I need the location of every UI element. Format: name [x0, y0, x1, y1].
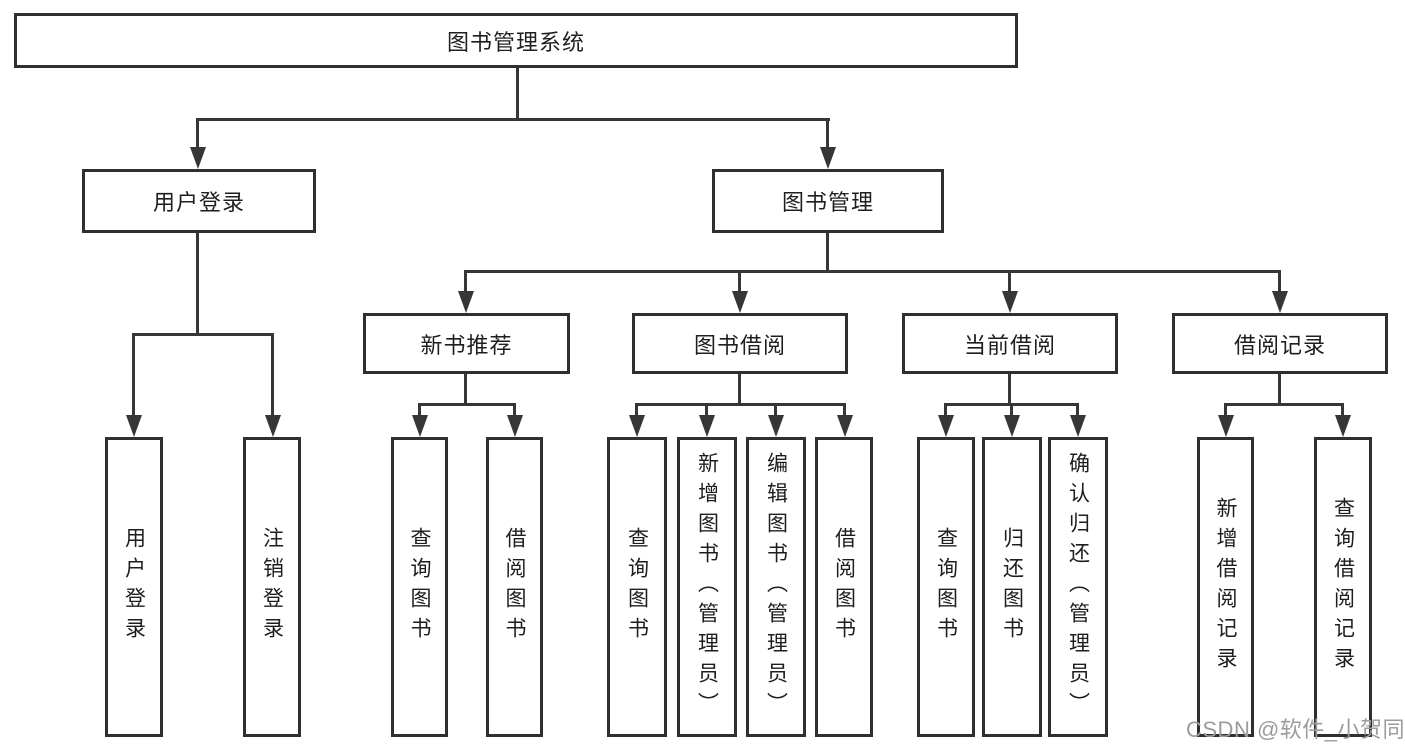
node-user-login-label: 用户登录	[152, 190, 245, 215]
node-book-management: 图书管理	[712, 169, 944, 233]
connector-drop-cb-confirm	[1076, 403, 1079, 417]
leaf-borrow-edit-books-admin: 编辑图书（管理员）	[746, 437, 806, 737]
arrowhead-current-borrow	[1002, 291, 1018, 313]
leaf-current-query-books-label: 查询图书	[934, 527, 958, 647]
leaf-borrow-query-books: 查询图书	[607, 437, 667, 737]
leaf-borrow-query-books-label: 查询图书	[625, 527, 649, 647]
arrowhead-leaf-logout	[265, 415, 281, 437]
leaf-user-login-label: 用户登录	[122, 527, 146, 647]
connector-recommend-trunk	[464, 374, 467, 406]
connector-user-login-trunk	[196, 233, 199, 336]
connector-drop-bb-borrow	[843, 403, 846, 417]
leaf-borrow-add-books-admin: 新增图书（管理员）	[677, 437, 737, 737]
leaf-records-query-record: 查询借阅记录	[1314, 437, 1372, 737]
connector-user-login-split	[132, 333, 274, 336]
connector-book-management-trunk	[826, 233, 829, 273]
connector-drop-new-book-recommend	[464, 270, 467, 293]
arrowhead-bb-edit	[768, 415, 784, 437]
node-book-borrow-label: 图书借阅	[693, 332, 786, 358]
connector-recommend-split	[418, 403, 516, 406]
arrowhead-leaf-user-login	[126, 415, 142, 437]
leaf-records-query-record-label: 查询借阅记录	[1331, 497, 1355, 677]
node-root: 图书管理系统	[14, 13, 1018, 68]
connector-drop-book-management	[826, 118, 829, 150]
connector-drop-br-add	[1224, 403, 1227, 417]
node-borrow-records-label: 借阅记录	[1233, 332, 1326, 358]
connector-current-borrow-trunk	[1008, 374, 1011, 406]
arrowhead-br-add	[1218, 415, 1234, 437]
arrowhead-borrow-records	[1272, 291, 1288, 313]
leaf-recommend-borrow-books-label: 借阅图书	[503, 527, 526, 647]
node-new-book-recommend-label: 新书推荐	[420, 332, 513, 358]
connector-drop-bb-add	[705, 403, 708, 417]
arrowhead-bb-add	[699, 415, 715, 437]
leaf-borrow-add-books-admin-label: 新增图书（管理员）	[695, 452, 719, 722]
connector-level2-split	[197, 118, 830, 121]
connector-drop-leaf-user-login	[132, 333, 135, 417]
connector-drop-bb-edit	[774, 403, 777, 417]
arrowhead-bb-borrow	[837, 415, 853, 437]
connector-drop-user-login	[196, 118, 199, 150]
leaf-records-add-record-label: 新增借阅记录	[1214, 497, 1237, 677]
leaf-current-return-books: 归还图书	[982, 437, 1042, 737]
leaf-records-add-record: 新增借阅记录	[1197, 437, 1254, 737]
node-root-label: 图书管理系统	[446, 29, 585, 55]
leaf-logout-label: 注销登录	[260, 527, 284, 647]
connector-drop-borrow-records	[1278, 270, 1281, 293]
connector-borrow-records-split	[1224, 403, 1343, 406]
leaf-current-confirm-return-admin: 确认归还（管理员）	[1048, 437, 1108, 737]
connector-drop-leaf-logout	[271, 333, 274, 417]
connector-drop-recommend-borrow	[513, 403, 516, 417]
arrowhead-cb-confirm	[1070, 415, 1086, 437]
leaf-current-confirm-return-admin-label: 确认归还（管理员）	[1066, 452, 1090, 722]
connector-book-borrow-trunk	[738, 374, 741, 406]
connector-drop-book-borrow	[738, 270, 741, 293]
node-book-borrow: 图书借阅	[632, 313, 848, 374]
leaf-current-return-books-label: 归还图书	[1000, 527, 1024, 647]
leaf-current-query-books: 查询图书	[917, 437, 975, 737]
leaf-recommend-query-books: 查询图书	[391, 437, 448, 737]
node-user-login: 用户登录	[82, 169, 316, 233]
node-current-borrow-label: 当前借阅	[963, 332, 1056, 358]
node-new-book-recommend: 新书推荐	[363, 313, 570, 374]
leaf-recommend-borrow-books: 借阅图书	[486, 437, 543, 737]
leaf-user-login: 用户登录	[105, 437, 163, 737]
csdn-watermark: CSDN @软件_小贺同学	[1186, 717, 1405, 742]
arrowhead-user-login	[190, 147, 206, 169]
arrowhead-cb-return	[1004, 415, 1020, 437]
leaf-borrow-borrow-books-label: 借阅图书	[832, 527, 856, 647]
connector-book-borrow-split	[635, 403, 846, 406]
arrowhead-cb-query	[938, 415, 954, 437]
node-borrow-records: 借阅记录	[1172, 313, 1388, 374]
leaf-recommend-query-books-label: 查询图书	[408, 527, 431, 647]
connector-root-trunk	[516, 68, 519, 121]
arrowhead-book-borrow	[732, 291, 748, 313]
connector-borrow-records-trunk	[1278, 374, 1281, 406]
leaf-logout: 注销登录	[243, 437, 301, 737]
connector-drop-current-borrow	[1008, 270, 1011, 293]
leaf-borrow-borrow-books: 借阅图书	[815, 437, 873, 737]
arrowhead-book-management	[820, 147, 836, 169]
node-book-management-label: 图书管理	[781, 190, 874, 215]
node-current-borrow: 当前借阅	[902, 313, 1118, 374]
arrowhead-new-book-recommend	[458, 291, 474, 313]
leaf-borrow-edit-books-admin-label: 编辑图书（管理员）	[764, 452, 788, 722]
connector-drop-cb-query	[944, 403, 947, 417]
connector-drop-bb-query	[635, 403, 638, 417]
connector-drop-recommend-query	[418, 403, 421, 417]
arrowhead-recommend-borrow	[507, 415, 523, 437]
arrowhead-recommend-query	[412, 415, 428, 437]
connector-level3-split	[464, 270, 1281, 273]
connector-drop-cb-return	[1010, 403, 1013, 417]
arrowhead-bb-query	[629, 415, 645, 437]
connector-drop-br-query	[1341, 403, 1344, 417]
arrowhead-br-query	[1335, 415, 1351, 437]
